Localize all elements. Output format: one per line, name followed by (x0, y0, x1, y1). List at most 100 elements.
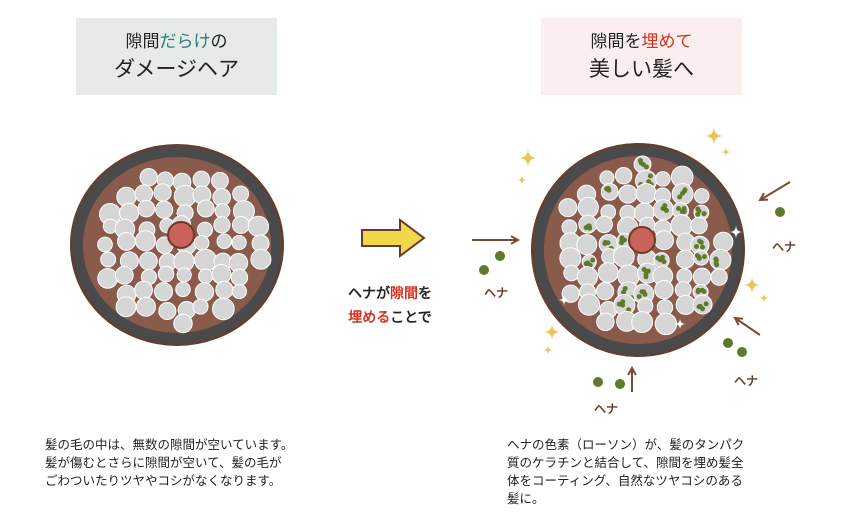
henna-label: ヘナ (772, 240, 797, 254)
henna-label: ヘナ (484, 286, 509, 300)
cell-gap (97, 267, 119, 289)
cell-gap (153, 183, 172, 202)
cell-gap (230, 268, 249, 287)
cell-gap (198, 268, 214, 284)
title-line2: 美しい髪へ (589, 56, 694, 81)
henna-particle (602, 240, 608, 246)
cell-gap (115, 296, 137, 318)
cell-gap (250, 248, 272, 270)
henna-particle (679, 209, 685, 215)
cell-gap (231, 234, 247, 251)
sparkle-icon (721, 147, 731, 157)
cell-gap (709, 248, 732, 271)
cell-gap (137, 199, 156, 218)
cell-gap (139, 168, 158, 187)
cell-gap (577, 196, 599, 219)
henna-particle (619, 235, 625, 241)
cell-gap (558, 198, 578, 218)
cell-gap (173, 313, 193, 334)
henna-particle (660, 206, 666, 212)
henna-particle (616, 301, 622, 307)
henna-particle (723, 338, 733, 348)
henna-particle (615, 379, 625, 389)
henna-particle (593, 377, 603, 387)
cell-gap (153, 282, 174, 302)
title-highlight: だらけ (159, 31, 211, 52)
cell-gap (599, 170, 615, 186)
cell-gap (692, 267, 712, 287)
henna-particle (606, 187, 612, 193)
cell-gap (596, 312, 615, 332)
henna-arrow-icon (733, 316, 744, 326)
mid-text: ヘナが (348, 286, 390, 302)
cell-gap (710, 268, 728, 286)
cell-gap (211, 264, 232, 285)
cell-gap (576, 234, 598, 256)
cell-gap (193, 235, 210, 251)
henna-particle (775, 207, 785, 217)
henna-particle (713, 258, 719, 264)
cell-gap (214, 203, 231, 219)
cell-gap (232, 185, 250, 203)
henna-particle (657, 257, 663, 263)
henna-particle (682, 187, 688, 193)
henna-particle (661, 259, 667, 265)
henna-arrow-icon (734, 317, 761, 336)
cell-gap (713, 231, 734, 253)
cell-gap (192, 170, 211, 189)
mid-text: ことで (390, 310, 432, 326)
cell-gap (196, 221, 214, 238)
cell-gap (614, 166, 633, 185)
henna-particle (700, 244, 706, 250)
mid-highlight: 隙間 (390, 286, 418, 302)
cell-gap (211, 171, 229, 190)
henna-particle (703, 301, 709, 307)
henna-particle (621, 289, 627, 295)
sparkle-icon (704, 126, 724, 146)
henna-particle (677, 194, 683, 200)
damaged-hair-caption: 髪の毛の中は、無数の隙間が空いています。 髪が傷むとさらに隙間が空いて、髪の毛が… (45, 437, 294, 488)
sparkle-icon (517, 175, 527, 185)
sparkle-icon (590, 138, 602, 150)
henna-particle (694, 253, 700, 259)
cell-gap (692, 294, 713, 315)
henna-particle (590, 257, 596, 263)
title-line2: ダメージヘア (114, 56, 239, 81)
cell-gap (655, 171, 671, 187)
cell-gap (158, 302, 177, 321)
middle-explanation: ヘナが隙間を 埋めることで (326, 282, 454, 330)
cell-gap (213, 216, 231, 234)
cell-gap (117, 231, 136, 251)
henna-particle (699, 287, 705, 293)
cell-gap (155, 200, 174, 219)
cell-gap (631, 311, 654, 334)
sparkle-icon (674, 318, 686, 330)
sparkle-icon (759, 293, 769, 303)
henna-particle (643, 274, 649, 280)
henna-particle (676, 206, 682, 212)
sparkle-icon (518, 148, 538, 168)
cell-gap (134, 230, 157, 252)
title-highlight: 埋めて (641, 31, 693, 52)
medulla (628, 226, 656, 254)
cell-gap (563, 264, 580, 282)
henna-particle (701, 211, 707, 217)
cell-gap (100, 251, 117, 268)
cell-gap (595, 215, 613, 234)
cell-gap (194, 282, 215, 302)
henna-particle (495, 251, 505, 261)
cell-gap (97, 236, 113, 253)
title-text: の (210, 31, 228, 52)
cell-gap (211, 297, 235, 321)
cell-gap (247, 215, 270, 238)
cell-gap (693, 188, 710, 204)
cell-gap (612, 245, 635, 268)
beautiful-hair-title: 隙間を埋めて 美しい髪へ (541, 18, 742, 95)
henna-particle (695, 289, 701, 295)
cell-gap (135, 296, 156, 317)
cell-gap (618, 184, 638, 204)
henna-particle (696, 208, 702, 214)
henna-particle (700, 306, 706, 312)
cell-gap (114, 265, 134, 285)
